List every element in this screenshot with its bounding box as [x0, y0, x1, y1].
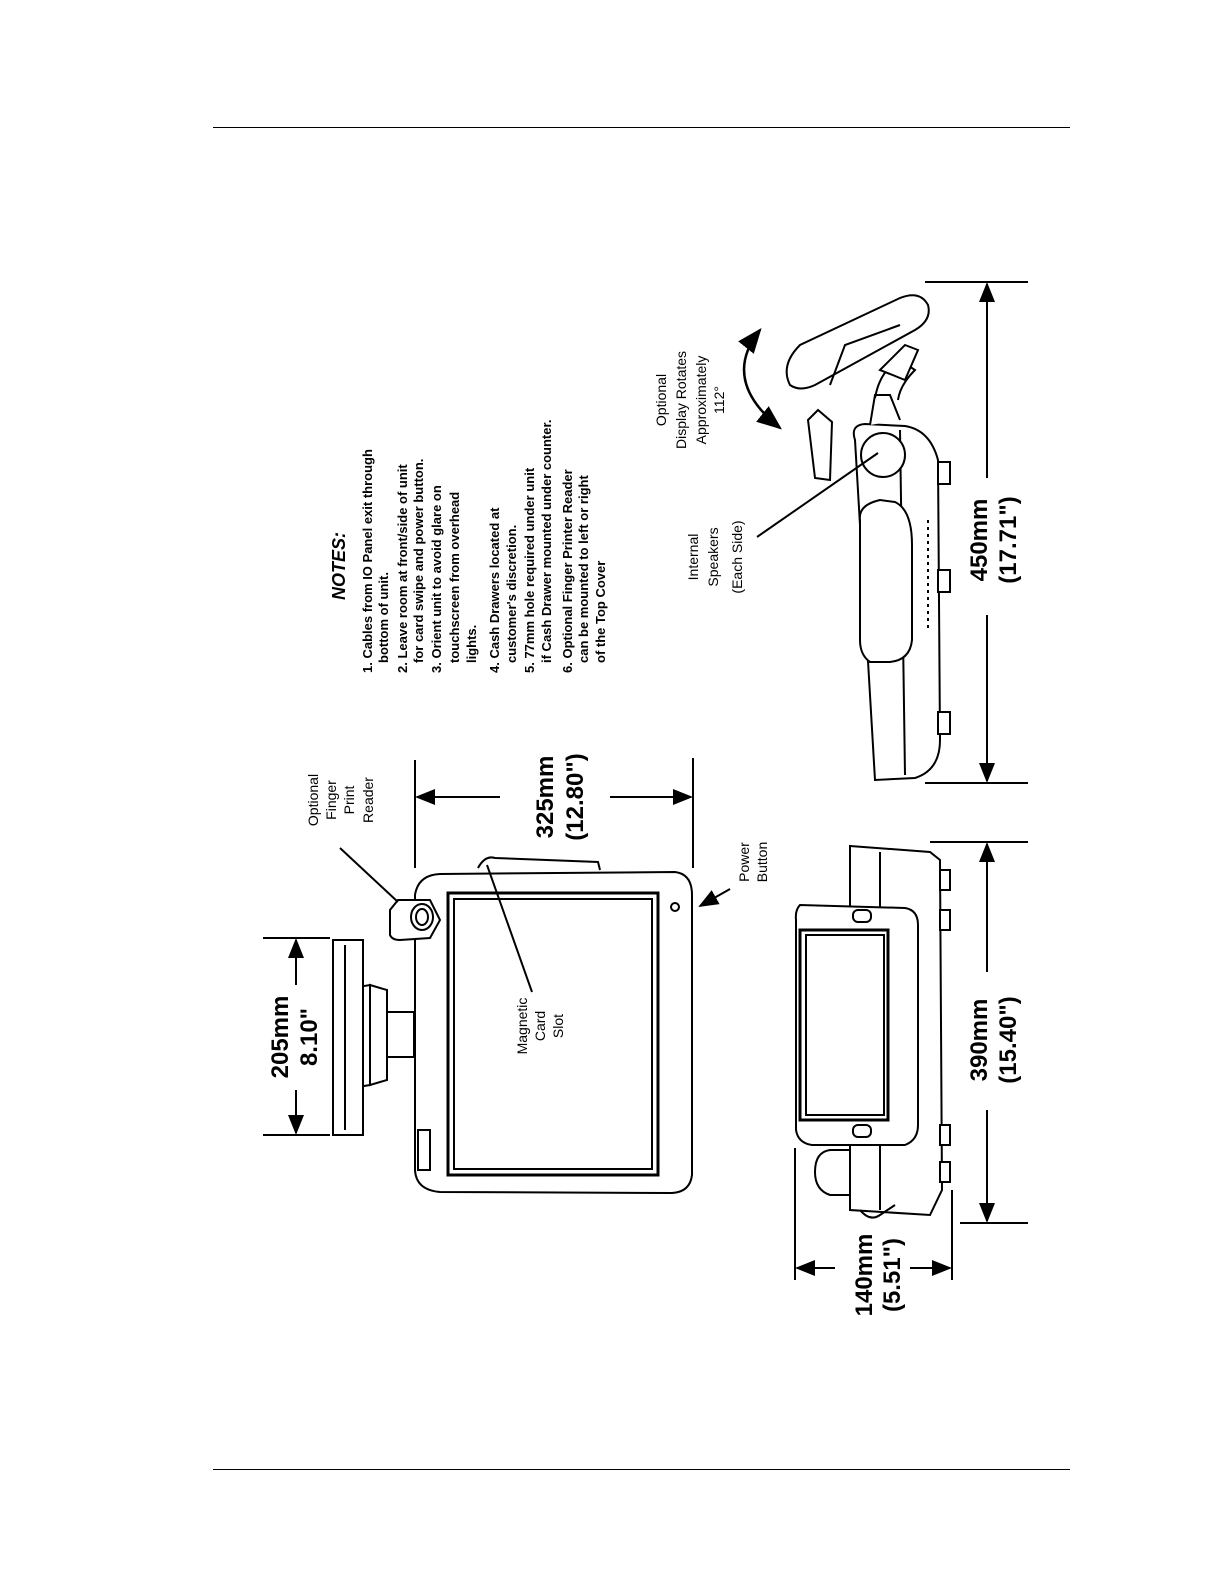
- power-button-leader: [698, 888, 731, 907]
- dim-325-mm: 325mm: [532, 756, 559, 839]
- callout-finger-print-2: Print: [341, 786, 357, 815]
- note-line: lights.: [464, 625, 479, 663]
- dim-390-in: (15.40"): [995, 996, 1022, 1083]
- note-line: touchscreen from overhead: [447, 492, 462, 663]
- power-button-icon: [670, 902, 680, 912]
- note-line: 3. Orient unit to avoid glare on: [429, 485, 444, 673]
- dimension-lines: [263, 281, 1028, 1280]
- callout-speakers-1: Speakers: [705, 527, 721, 586]
- notes-title: NOTES:: [329, 532, 349, 600]
- note-line: 4. Cash Drawers located at: [487, 507, 502, 673]
- callout-power-button-1: Button: [754, 842, 770, 882]
- callout-display-rotates-2: Approximately: [693, 356, 709, 445]
- callout-magnetic-card-1: Card: [532, 1011, 548, 1041]
- speaker-icon: [860, 432, 906, 478]
- dim-205-in: 8.10": [296, 1008, 323, 1066]
- callout-magnetic-card-2: Slot: [550, 1014, 566, 1038]
- notes-lines: 1. Cables from IO Panel exit through bot…: [360, 420, 608, 673]
- speakers-leader: [756, 452, 879, 538]
- callout-display-rotates-0: Optional: [653, 374, 669, 426]
- callout-display-rotates-1: Display Rotates: [673, 351, 689, 449]
- callout-labels: Optional Finger Print Reader Magnetic Ca…: [305, 351, 770, 1054]
- touchscreen: [446, 891, 660, 1177]
- callout-speakers-0: Internal: [685, 534, 701, 581]
- dim-140-in: (5.51"): [879, 1238, 906, 1312]
- note-line: 1. Cables from IO Panel exit through: [360, 449, 375, 673]
- callout-finger-print-1: Finger: [323, 780, 339, 820]
- footer-rule: [213, 1469, 1070, 1470]
- note-line: can be mounted to left or right: [576, 475, 591, 663]
- note-line: for card swipe and power button.: [411, 459, 426, 663]
- callout-display-rotates-3: 112°: [711, 386, 727, 414]
- note-line: if Cash Drawer mounted under counter.: [539, 420, 554, 663]
- side-view: [738, 294, 951, 782]
- note-line: 6. Optional Finger Printer Reader: [560, 469, 575, 673]
- note-line: of the Top Cover: [593, 561, 608, 663]
- front-view: [332, 847, 731, 1195]
- callout-power-button-0: Power: [736, 842, 752, 882]
- notes-block: NOTES: 1. Cables from IO Panel exit thro…: [329, 420, 608, 673]
- callout-finger-print-3: Reader: [360, 777, 376, 823]
- callout-speakers-2: (Each Side): [729, 520, 745, 593]
- note-line: 2. Leave room at front/side of unit: [395, 464, 410, 673]
- note-line: 5. 77mm hole required under unit: [522, 467, 537, 673]
- dim-325-in: (12.80"): [562, 753, 589, 840]
- dim-140-mm: 140mm: [851, 1234, 878, 1317]
- header-rule: [213, 127, 1070, 128]
- finger-print-leader: [339, 847, 399, 903]
- dim-205-mm: 205mm: [267, 996, 294, 1079]
- callout-finger-print-0: Optional: [305, 774, 321, 826]
- magnetic-card-leader: [486, 864, 533, 993]
- note-line: bottom of unit.: [376, 572, 391, 663]
- note-line: customer's discretion.: [504, 525, 519, 663]
- customer-display: [332, 939, 364, 1136]
- dimension-labels: 205mm 8.10" 325mm (12.80") 450mm (17.71"…: [267, 496, 1022, 1316]
- dim-390-mm: 390mm: [966, 999, 993, 1082]
- dim-450-mm: 450mm: [966, 499, 993, 582]
- dim-450-in: (17.71"): [995, 496, 1022, 583]
- callout-magnetic-card-0: Magnetic: [514, 998, 530, 1055]
- bottom-view: [794, 844, 951, 1219]
